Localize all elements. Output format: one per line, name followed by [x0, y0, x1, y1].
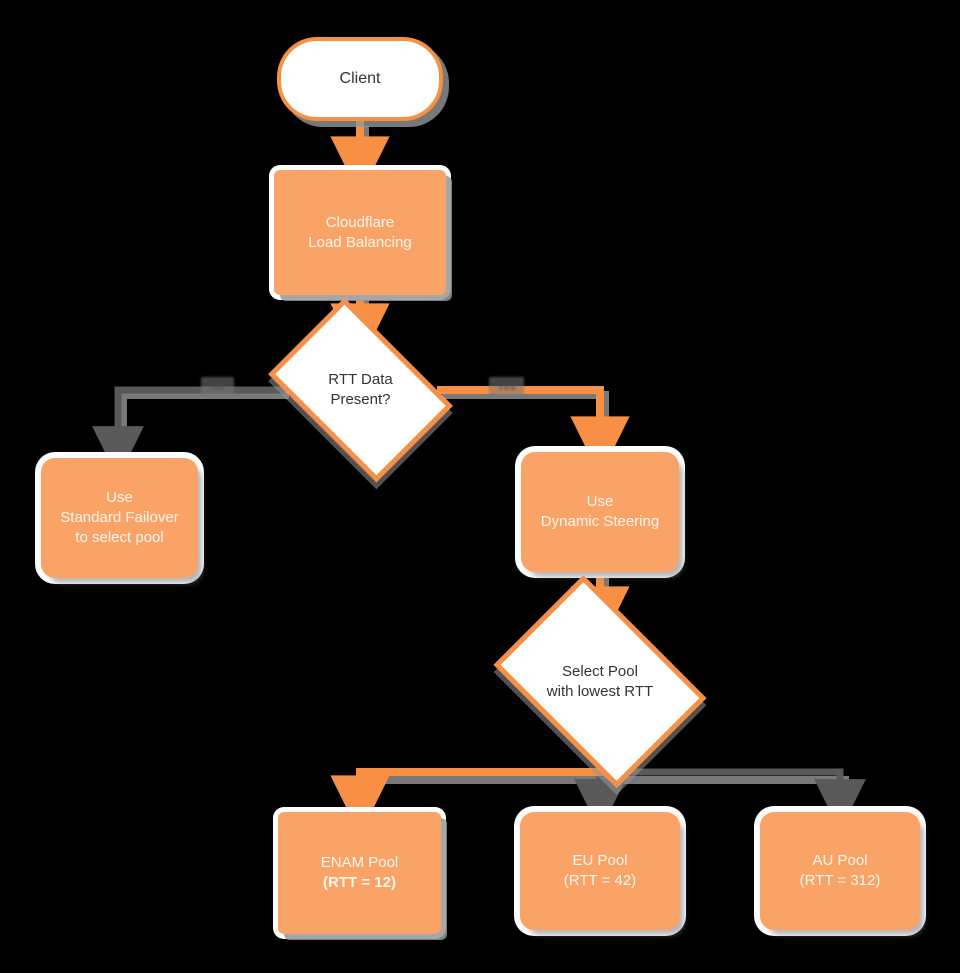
node-standard-failover[interactable]: Use Standard Failover to select pool: [41, 458, 198, 578]
node-rtt-data-present[interactable]: RTT Data Present?: [268, 297, 453, 483]
node-cloudflare-load-balancing[interactable]: Cloudflare Load Balancing: [274, 170, 446, 295]
node-standard-failover-label: Use Standard Failover to select pool: [60, 489, 179, 546]
node-select-pool-lowest-rtt[interactable]: Select Pool with lowest RTT: [493, 575, 707, 788]
node-client[interactable]: Client: [277, 37, 443, 121]
node-au-pool[interactable]: AU Pool (RTT = 312): [760, 812, 920, 930]
node-eu-pool[interactable]: EU Pool (RTT = 42): [520, 812, 680, 930]
edge-label-no: No: [201, 377, 234, 396]
node-cloudflare-load-balancing-label: Cloudflare Load Balancing: [308, 213, 412, 251]
edge-rtt-check-to-failover: [92, 386, 284, 479]
node-eu-pool-rtt: (RTT = 42): [563, 872, 637, 889]
node-enam-pool-rtt: (RTT = 12): [323, 874, 396, 891]
edge-select-pool-to-enam: [330, 745, 604, 836]
node-select-pool-lowest-rtt-label: Select Pool with lowest RTT: [546, 662, 654, 700]
node-dynamic-steering-label: Use Dynamic Steering: [540, 493, 660, 530]
node-client-label: Client: [339, 70, 381, 88]
edge-select-pool-to-au: [600, 768, 866, 832]
node-dynamic-steering[interactable]: Use Dynamic Steering: [521, 452, 679, 572]
node-enam-pool[interactable]: ENAM Pool (RTT = 12): [278, 812, 441, 934]
node-enam-pool-name: ENAM Pool: [320, 854, 399, 872]
node-eu-pool-name: EU Pool: [572, 852, 628, 870]
node-rtt-data-present-label: RTT Data Present?: [328, 371, 393, 408]
edge-label-yes: Yes: [489, 377, 524, 396]
node-au-pool-name: AU Pool: [812, 852, 868, 870]
node-au-pool-rtt: (RTT = 312): [799, 872, 881, 889]
